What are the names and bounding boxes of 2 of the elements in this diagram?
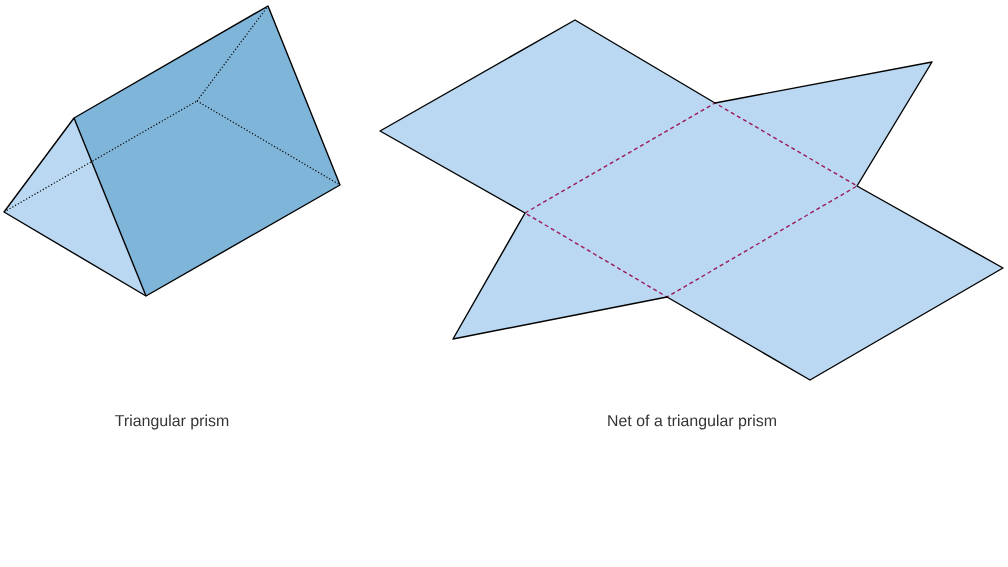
caption: Net of a triangular prism [608, 414, 776, 430]
caption: Triangular prism [115, 414, 229, 430]
